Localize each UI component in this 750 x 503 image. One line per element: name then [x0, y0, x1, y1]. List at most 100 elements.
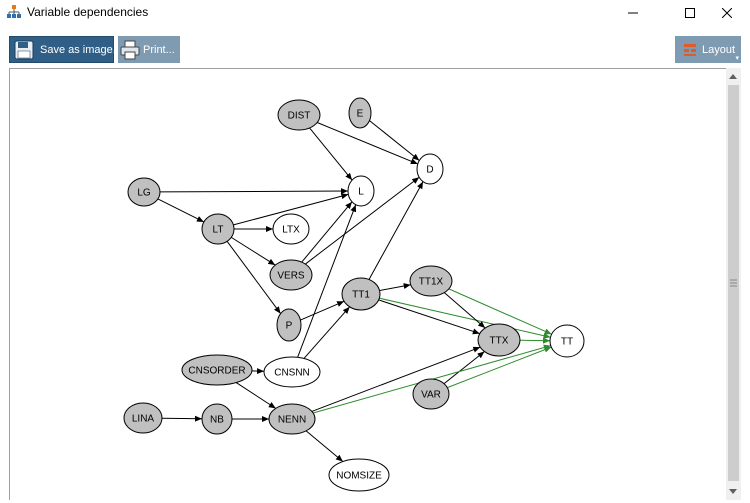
node-label-var: VAR: [421, 390, 441, 401]
node-shape-d: [416, 153, 444, 185]
node-tt[interactable]: TT: [549, 324, 585, 358]
minimize-button[interactable]: [610, 0, 656, 26]
node-lg[interactable]: LG: [127, 177, 161, 207]
node-shape-cnsorder: [181, 354, 253, 386]
node-cnsnn[interactable]: CNSNN: [263, 356, 321, 388]
node-label-lg: LG: [137, 188, 151, 199]
node-shape-tt1: [341, 277, 381, 311]
save-as-image-button[interactable]: Save as image...: [9, 36, 122, 63]
layout-icon: [684, 43, 696, 56]
close-button[interactable]: [704, 0, 750, 26]
node-shape-tt: [549, 324, 585, 358]
node-shape-vers: [269, 259, 313, 291]
node-label-tt: TT: [561, 337, 573, 348]
edge-vers-to-l: [301, 201, 353, 263]
hierarchy-icon: [7, 5, 21, 18]
node-label-nb: NB: [210, 415, 224, 426]
node-tt1x[interactable]: TT1X: [409, 265, 453, 297]
node-shape-p: [276, 308, 302, 342]
edge-lt-to-vers: [231, 236, 276, 266]
node-shape-tt1x: [409, 265, 453, 297]
node-label-nenn: NENN: [278, 415, 306, 426]
graph-canvas[interactable]: DIST E D LG L LT LTX VERS TT1 TT1X P TTX TT CNSORDER C…: [9, 68, 726, 500]
dependency-graph: DIST E D LG L LT LTX VERS TT1 TT1X P TTX TT CNSORDER C…: [123, 97, 585, 492]
scroll-thumb[interactable]: [728, 85, 739, 481]
node-shape-lt: [201, 213, 235, 245]
edge-var-to-ttx: [443, 351, 485, 385]
edge-tt1-to-tt: [379, 297, 551, 339]
node-label-l: L: [358, 187, 364, 198]
edge-dist-to-d: [316, 122, 418, 165]
node-label-cnsorder: CNSORDER: [188, 366, 245, 377]
edge-vers-to-d: [305, 176, 420, 265]
edge-lg-to-lt: [157, 198, 205, 223]
node-shape-ttx: [477, 323, 521, 357]
node-tt1[interactable]: TT1: [341, 277, 381, 311]
scroll-up-icon[interactable]: [729, 74, 737, 79]
node-d[interactable]: D: [416, 153, 444, 185]
node-shape-nomsize: [328, 458, 390, 492]
node-label-ltx: LTX: [282, 225, 300, 236]
edge-lina-to-nb: [161, 415, 203, 422]
grip-icon: [730, 279, 737, 287]
print-button[interactable]: Print...: [118, 36, 180, 63]
layout-label: Layout: [702, 43, 736, 56]
edge-cnsnn-to-l: [297, 204, 357, 358]
close-icon: [722, 8, 732, 18]
node-label-e: E: [357, 109, 364, 120]
node-label-lt: LT: [213, 225, 224, 236]
node-dist[interactable]: DIST: [277, 99, 321, 131]
printer-icon: [120, 40, 140, 59]
node-ttx[interactable]: TTX: [477, 323, 521, 357]
node-cnsorder[interactable]: CNSORDER: [181, 354, 253, 386]
edge-tt1-to-d: [368, 181, 424, 280]
node-vers[interactable]: VERS: [269, 259, 313, 291]
node-shape-l: [347, 175, 375, 207]
edge-var-to-tt: [447, 346, 552, 389]
edge-lt-to-p: [226, 241, 281, 314]
maximize-icon: [685, 8, 695, 18]
edge-tt1-to-ttx: [378, 299, 480, 335]
node-lina[interactable]: LINA: [123, 402, 163, 434]
node-shape-dist: [277, 99, 321, 131]
node-nomsize[interactable]: NOMSIZE: [328, 458, 390, 492]
edge-dist-to-l: [309, 127, 353, 181]
node-lt[interactable]: LT: [201, 213, 235, 245]
node-shape-cnsnn: [263, 356, 321, 388]
node-label-tt1: TT1: [352, 290, 370, 301]
node-nenn[interactable]: NENN: [268, 403, 316, 435]
dropdown-indicator-icon: ▾: [735, 55, 739, 62]
node-var[interactable]: VAR: [412, 378, 450, 410]
edge-e-to-d: [369, 120, 420, 161]
node-ltx[interactable]: LTX: [272, 213, 310, 245]
node-label-lina: LINA: [132, 414, 155, 425]
node-l[interactable]: L: [347, 175, 375, 207]
node-shape-nenn: [268, 403, 316, 435]
edge-nenn-to-nomsize: [305, 430, 344, 462]
node-label-vers: VERS: [277, 271, 305, 282]
minimize-icon: [628, 12, 638, 14]
print-label: Print...: [143, 43, 175, 56]
edge-tt1-to-tt1x: [379, 283, 411, 292]
node-shape-lg: [127, 177, 161, 207]
title-bar: Variable dependencies: [0, 0, 750, 26]
node-shape-lina: [123, 402, 163, 434]
node-label-dist: DIST: [288, 111, 311, 122]
node-nb[interactable]: NB: [201, 403, 233, 435]
edge-cnsorder-to-nenn: [235, 382, 277, 409]
layout-button[interactable]: Layout ▾: [675, 36, 741, 63]
scroll-down-icon[interactable]: [729, 489, 737, 494]
node-label-nomsize: NOMSIZE: [336, 471, 382, 482]
vertical-scrollbar[interactable]: [726, 68, 741, 500]
edge-lg-to-l: [159, 188, 349, 195]
node-e[interactable]: E: [348, 97, 372, 129]
maximize-button[interactable]: [667, 0, 713, 26]
node-shape-e: [348, 97, 372, 129]
node-label-cnsnn: CNSNN: [274, 368, 310, 379]
edge-tt1x-to-ttx: [444, 292, 486, 329]
node-p[interactable]: P: [276, 308, 302, 342]
edge-cnsnn-to-tt1: [303, 306, 351, 359]
node-shape-nb: [201, 403, 233, 435]
node-label-p: P: [286, 321, 293, 332]
node-label-d: D: [426, 165, 433, 176]
